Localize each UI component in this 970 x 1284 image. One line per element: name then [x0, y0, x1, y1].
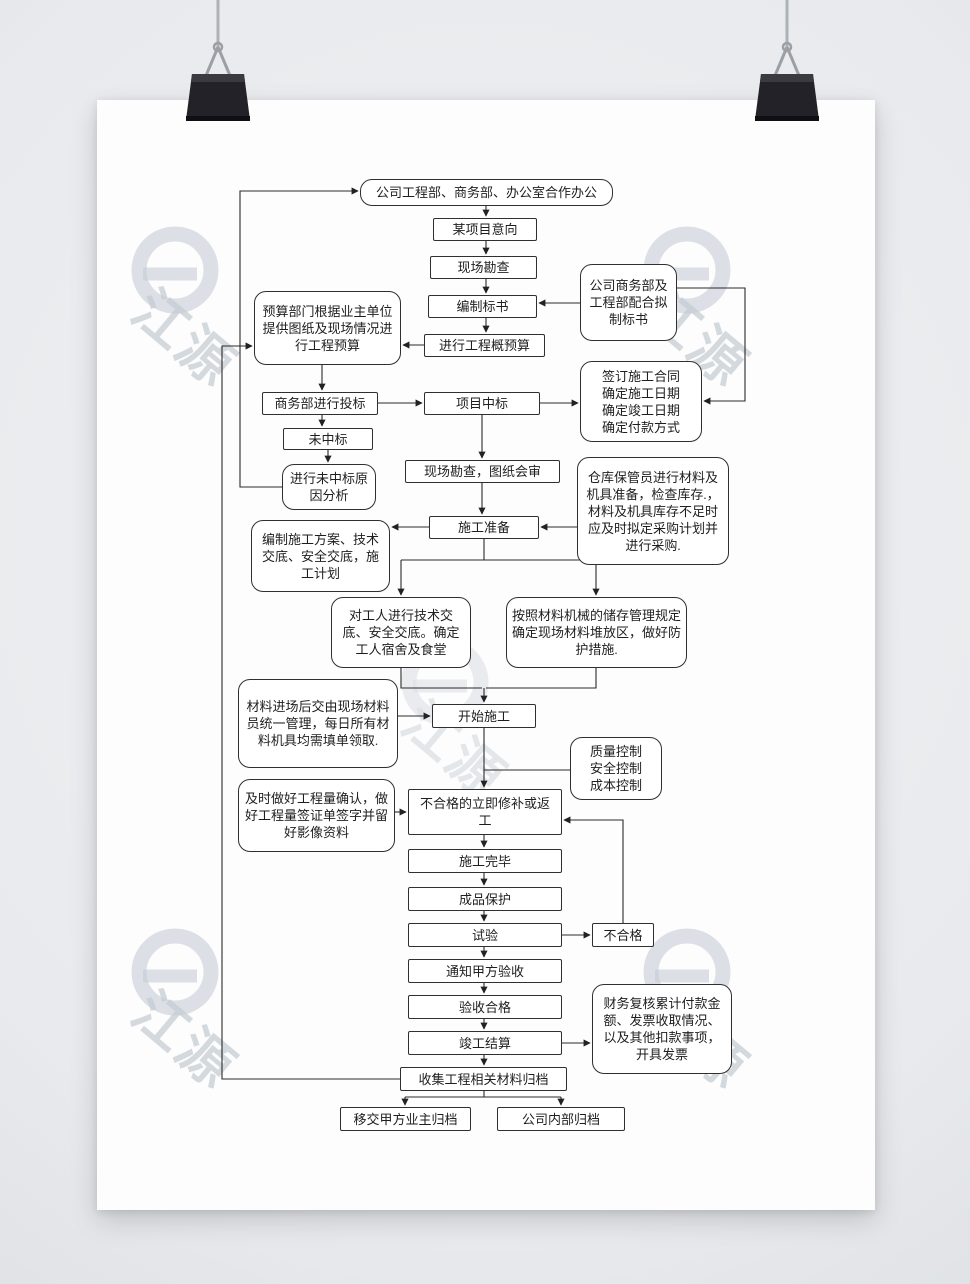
flow-node-start: 开始施工: [432, 704, 536, 728]
flow-node-estimate: 进行工程概预算: [424, 334, 545, 357]
flow-node-survey1: 现场勘查: [430, 256, 537, 279]
flow-node-plan_note: 编制施工方案、技术交底、安全交底，施工计划: [251, 520, 390, 592]
flow-node-pass: 验收合格: [408, 995, 562, 1019]
flow-node-worker: 对工人进行技术交底、安全交底。确定工人宿舍及食堂: [331, 597, 471, 668]
flow-node-internal: 公司内部归档: [497, 1107, 625, 1131]
flow-node-win: 项目中标: [424, 392, 540, 415]
flow-node-contract: 签订施工合同 确定施工日期 确定竣工日期 确定付款方式: [580, 361, 702, 442]
flow-node-done: 施工完毕: [408, 849, 562, 873]
flow-connector: [239, 187, 359, 488]
flow-connector: [486, 668, 597, 689]
flow-node-controls: 质量控制 安全控制 成本控制: [570, 737, 662, 800]
flow-node-tender: 商务部进行投标: [262, 392, 378, 415]
flow-node-material_mgmt: 材料进场后交由现场材料员统一管理，每日所有材料机具均需填单领取.: [238, 679, 398, 768]
flow-node-notify: 通知甲方验收: [408, 959, 562, 983]
flow-node-bid_support: 公司商务部及工程部配合拟制标书: [580, 264, 677, 341]
flow-node-lose: 未中标: [283, 428, 373, 450]
flow-node-test: 试验: [408, 923, 562, 947]
flow-node-prep: 施工准备: [429, 516, 539, 539]
flow-node-confirm_note: 及时做好工程量确认，做好工程量签证单签字并留好影像资料: [238, 779, 395, 852]
flow-connector: [563, 816, 624, 923]
flow-node-lose_analysis: 进行未中标原因分析: [282, 464, 376, 510]
flow-node-head: 公司工程部、商务部、办公室合作办公: [360, 179, 613, 206]
flow-node-fail: 不合格: [592, 923, 654, 947]
flow-connector: [221, 342, 400, 1080]
flow-node-bid_doc: 编制标书: [428, 295, 537, 318]
flow-node-finance: 财务复核累计付款金额、发票收取情况、以及其他扣款事项，开具发票: [592, 984, 732, 1074]
flow-node-rework: 不合格的立即修补或返工: [408, 789, 562, 835]
flow-node-archive: 收集工程相关材料归档: [400, 1067, 567, 1091]
flow-node-intent: 某项目意向: [433, 218, 537, 241]
flow-node-protect: 成品保护: [408, 887, 562, 911]
flow-node-material_zone: 按照材料机械的储存管理规定确定现场材料堆放区，做好防护措施.: [506, 597, 687, 668]
flow-node-budget_note: 预算部门根据业主单位提供图纸及现场情况进行工程预算: [254, 291, 401, 365]
flow-node-survey2: 现场勘查，图纸会审: [405, 460, 560, 483]
flow-node-warehouse: 仓库保管员进行材料及机具准备，检查库存.，材料及机具库存不足时应及时拟定采购计划…: [577, 457, 729, 565]
flow-node-settle: 竣工结算: [408, 1031, 562, 1055]
flow-node-handover: 移交甲方业主归档: [340, 1107, 471, 1131]
flow-connector: [400, 668, 482, 689]
